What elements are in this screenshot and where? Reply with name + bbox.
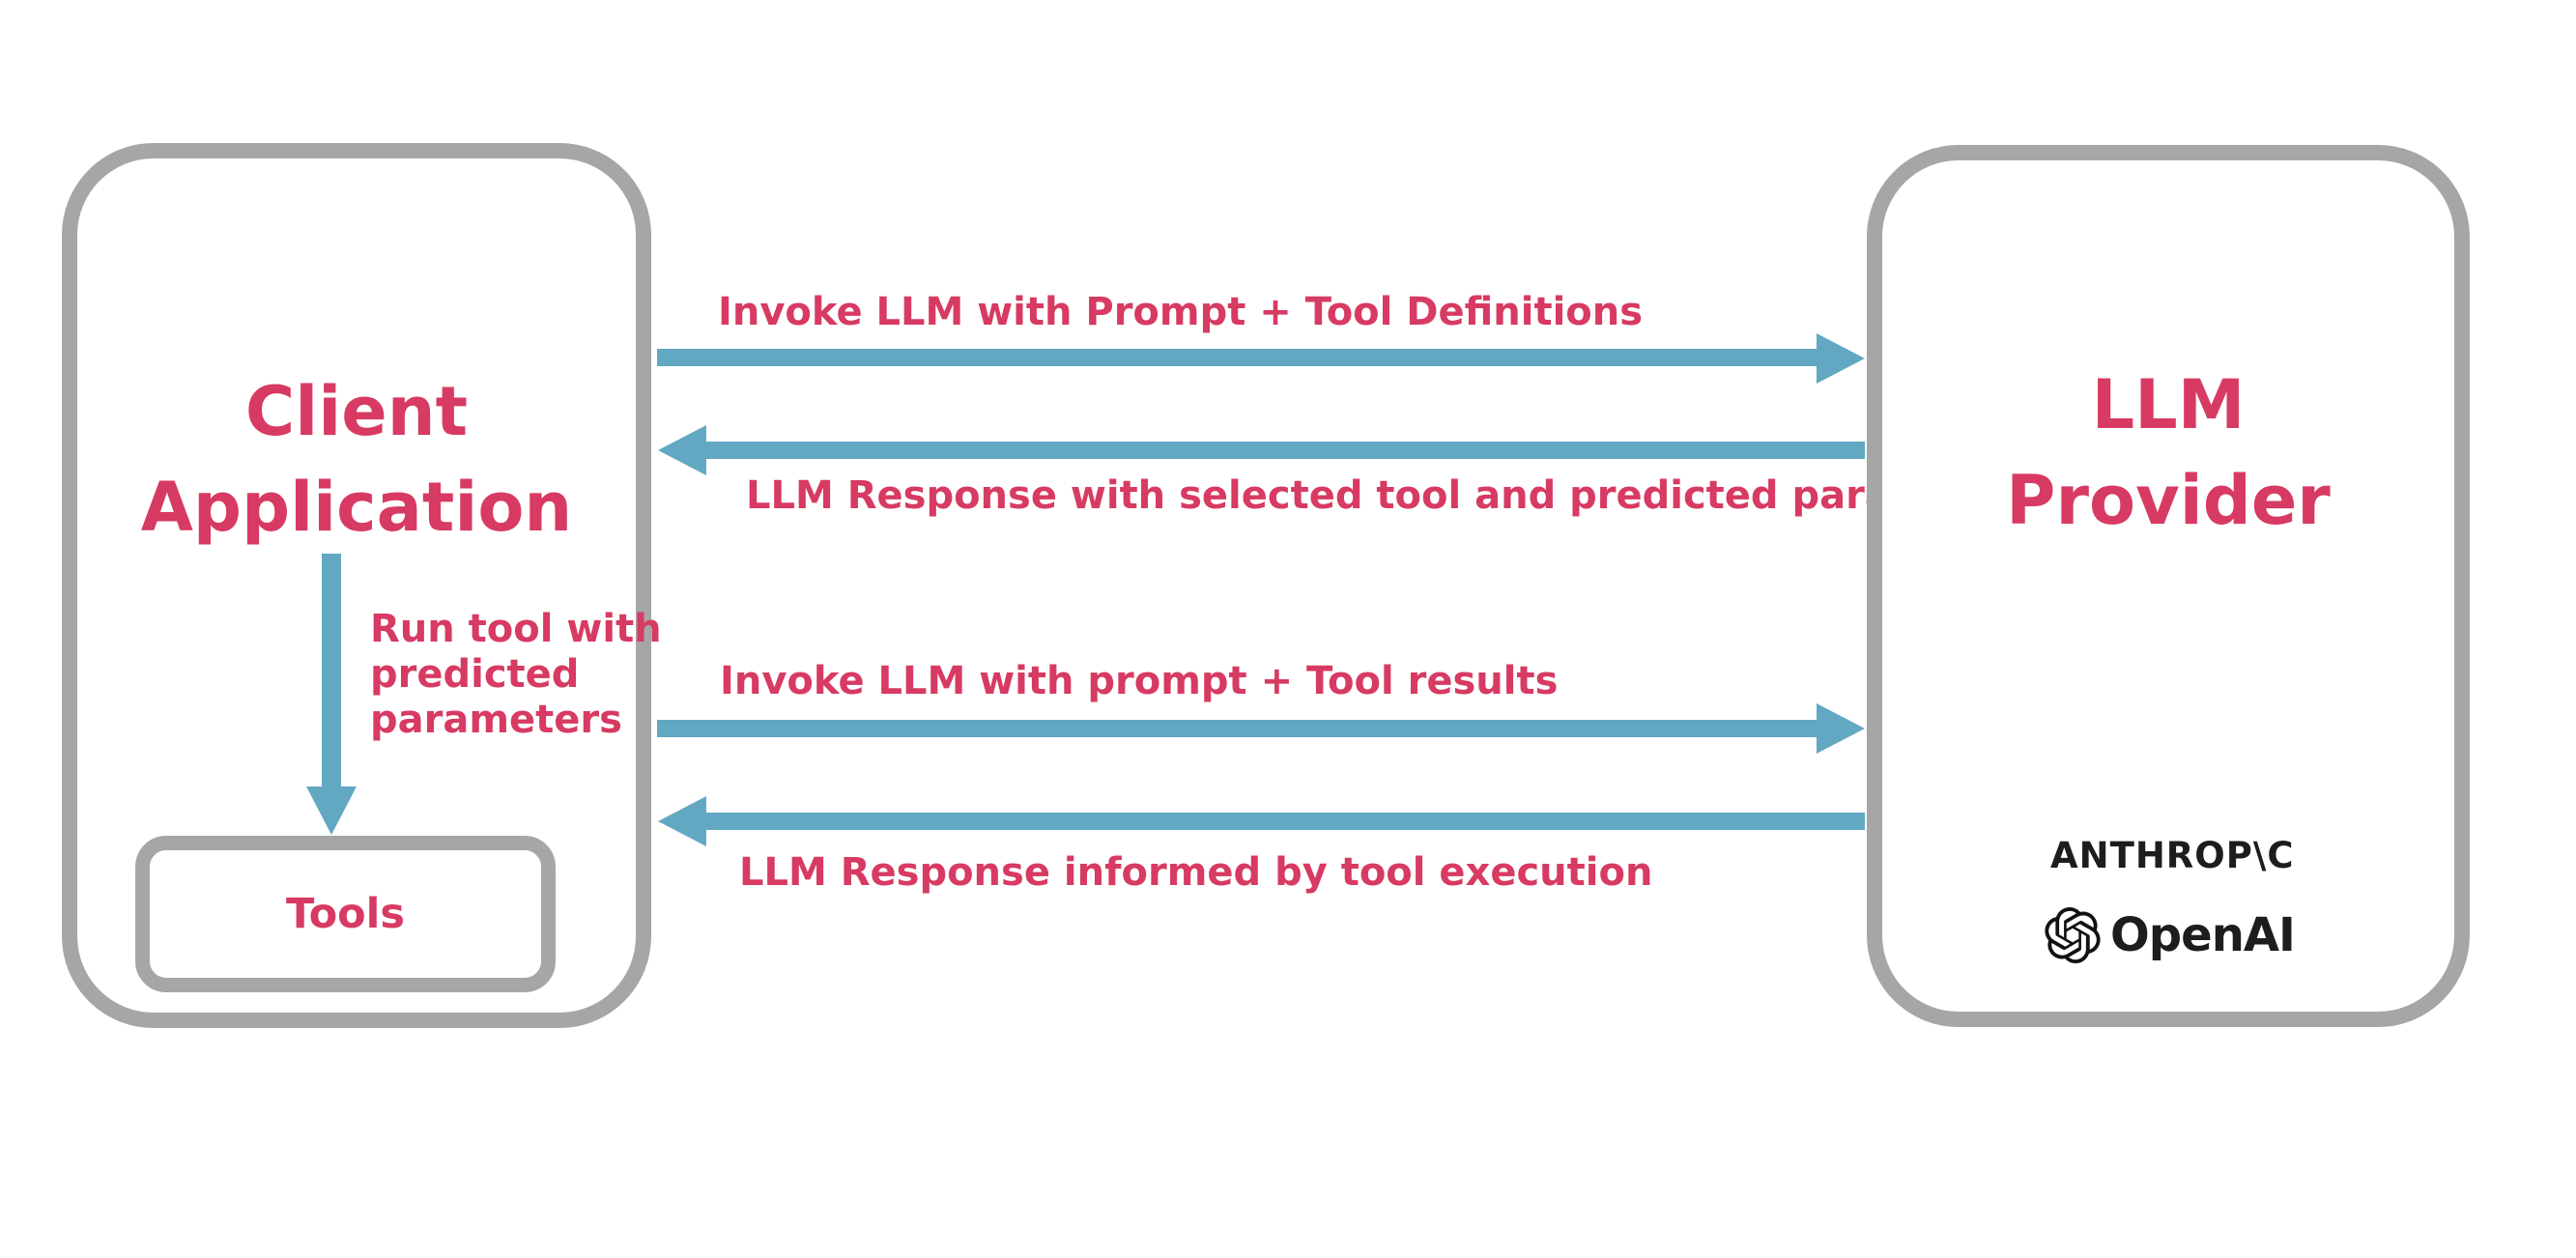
flow-arrow-invoke-results-shaft xyxy=(657,720,1818,737)
client-title-line2: Application xyxy=(140,468,573,547)
llm-title-line2: Provider xyxy=(2006,461,2331,540)
flow-label-response-informed: LLM Response informed by tool execution xyxy=(739,850,1653,895)
llm-title-line1: LLM xyxy=(2091,365,2246,444)
flow-arrow-invoke-definitions-shaft xyxy=(657,349,1818,366)
openai-wordmark: OpenAI xyxy=(2110,908,2296,962)
flow-label-response-selected: LLM Response with selected tool and pred… xyxy=(746,473,2045,518)
run-tool-note-line2: predicted xyxy=(370,652,580,697)
run-tool-arrow-head xyxy=(306,786,357,835)
flow-label-invoke-results: Invoke LLM with prompt + Tool results xyxy=(720,659,1559,703)
run-tool-note-line1: Run tool with xyxy=(370,607,662,651)
llm-provider-title: LLM Provider xyxy=(1867,357,2470,549)
client-title-line1: Client xyxy=(244,372,469,451)
anthropic-wordmark: ANTHROP\C xyxy=(2050,835,2295,876)
run-tool-arrow-shaft xyxy=(322,554,341,788)
flow-arrow-response-informed-head xyxy=(658,796,706,846)
client-application-title: Client Application xyxy=(62,364,651,556)
flow-label-invoke-definitions: Invoke LLM with Prompt + Tool Definition… xyxy=(718,290,1644,334)
flow-arrow-response-selected-head xyxy=(658,425,706,475)
run-tool-note-line3: parameters xyxy=(370,698,622,742)
openai-logo: OpenAI xyxy=(2045,906,2296,964)
openai-flower-icon xyxy=(2045,907,2101,963)
flow-arrow-invoke-results-head xyxy=(1817,703,1865,754)
tools-box: Tools xyxy=(135,836,556,992)
flow-arrow-invoke-definitions-head xyxy=(1817,333,1865,384)
llm-provider-box xyxy=(1867,145,2470,1027)
tools-label: Tools xyxy=(285,890,406,938)
flow-arrow-response-selected-shaft xyxy=(704,442,1865,459)
run-tool-note: Run tool with predicted parameters xyxy=(370,607,662,743)
flow-arrow-response-informed-shaft xyxy=(704,813,1865,830)
